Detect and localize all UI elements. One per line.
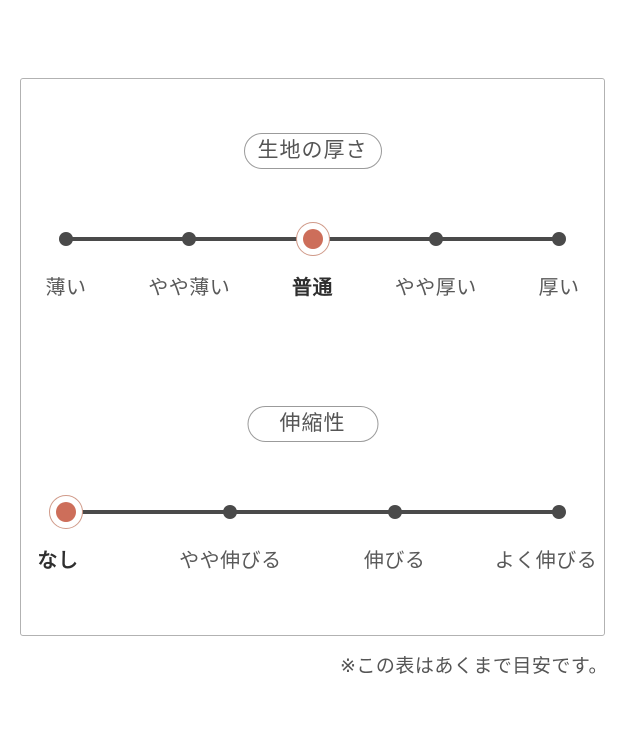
spec-panel: 生地の厚さ薄い やや薄い 普通 やや厚い 厚い伸縮性なし やや伸びる 伸びる よく伸びる	[20, 78, 605, 636]
fabric-thickness-selected-marker	[295, 222, 330, 256]
disclaimer-note: ※この表はあくまで目安です。	[339, 656, 608, 677]
stretchiness-dot-2	[387, 505, 402, 519]
stretchiness-title: 伸縮性	[279, 411, 346, 435]
stretchiness-track-line	[66, 510, 559, 514]
stretchiness-option-label-2: 伸びる	[363, 550, 426, 572]
stretchiness-option-label-1: やや伸びる	[179, 550, 282, 572]
fabric-thickness-title: 生地の厚さ	[257, 138, 368, 162]
fabric-thickness-option-label-0: 薄い	[45, 277, 87, 299]
stretchiness-dot-1	[223, 505, 238, 519]
stretchiness-selected-dot	[56, 502, 76, 522]
fabric-thickness-dot-3	[428, 232, 443, 246]
stretchiness-dot-3	[552, 505, 566, 519]
fabric-thickness-title-pill: 生地の厚さ	[243, 133, 382, 169]
stretchiness-labels: なし やや伸びる 伸びる よく伸びる	[38, 550, 597, 574]
stretchiness-option-label-3: よく伸びる	[494, 550, 598, 572]
fabric-thickness-option-label-2: 普通	[292, 277, 333, 299]
stretchiness-title-pill: 伸縮性	[247, 406, 378, 442]
fabric-thickness-option-label-4: 厚い	[538, 277, 580, 299]
fabric-thickness-dot-4	[552, 232, 566, 246]
stretchiness-selected-marker	[49, 495, 83, 529]
fabric-thickness-labels: 薄い やや薄い 普通 やや厚い 厚い	[46, 277, 580, 301]
stretchiness-option-label-0: なし	[37, 550, 79, 572]
fabric-thickness-option-label-3: やや厚い	[394, 277, 477, 299]
fabric-thickness-selected-dot	[302, 229, 323, 249]
fabric-thickness-dot-0	[59, 232, 73, 246]
scale-fabric-thickness: 生地の厚さ薄い やや薄い 普通 やや厚い 厚い	[21, 133, 604, 313]
fabric-thickness-dot-1	[182, 232, 197, 246]
fabric-thickness-option-label-1: やや薄い	[148, 277, 231, 299]
scale-stretchiness: 伸縮性なし やや伸びる 伸びる よく伸びる	[21, 406, 604, 586]
